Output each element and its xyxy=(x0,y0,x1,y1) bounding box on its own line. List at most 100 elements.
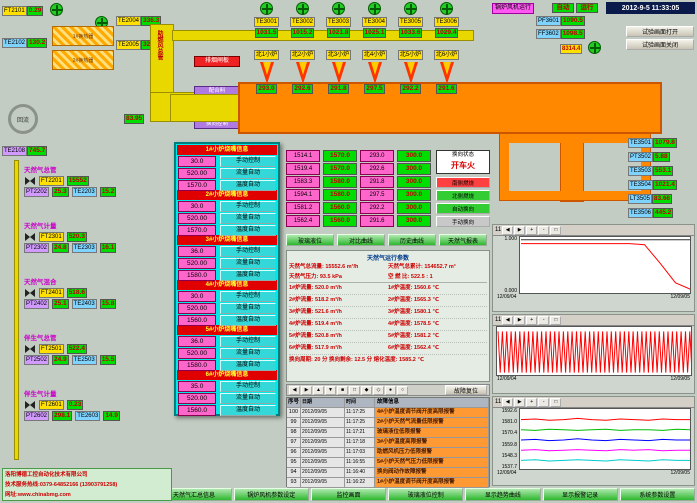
chart-toolbar-button[interactable]: + xyxy=(526,315,538,325)
test-screen-open-button[interactable]: 试验画面打开 xyxy=(626,26,694,37)
toolbar-icon[interactable]: ▲ xyxy=(313,385,324,395)
valve-icon[interactable] xyxy=(24,344,36,354)
valve-icon[interactable] xyxy=(24,288,36,298)
flow-auto-button[interactable]: 流量自动 xyxy=(220,213,276,224)
pv2-box[interactable]: 293.0 xyxy=(360,150,394,162)
chart-toolbar-button[interactable]: ▶ xyxy=(514,397,526,407)
chart-toolbar-button[interactable]: ◀ xyxy=(502,397,514,407)
pv-box[interactable]: 1514.1 xyxy=(286,150,320,162)
alarm-row[interactable]: 96 2012/09/05 11:17:03 助燃风机压力低限报警 xyxy=(287,448,489,458)
manual-control-button[interactable]: 手动控制 xyxy=(220,156,276,167)
toolbar-icon[interactable]: ■ xyxy=(337,385,348,395)
nav-button[interactable]: 天然气汇总信息 xyxy=(156,488,232,501)
chart-toolbar-button[interactable]: ▶ xyxy=(514,315,526,325)
sv2-box[interactable]: 300.0 xyxy=(397,202,431,214)
chart-toolbar-button[interactable]: □ xyxy=(550,397,562,407)
burner-port-label[interactable]: 北6小炉 xyxy=(433,50,460,60)
alarm-row[interactable]: 93 2012/09/05 11:16:22 1#小炉温度调节阀开度高限报警 xyxy=(287,478,489,488)
temp-auto-button[interactable]: 温度自动 xyxy=(220,405,276,416)
sv2-box[interactable]: 300.0 xyxy=(397,189,431,201)
flow-setpoint-value[interactable]: 520.00 xyxy=(178,258,216,269)
nav-button[interactable]: 锅炉风机参数设定 xyxy=(233,488,309,501)
flow-setpoint-value[interactable]: 520.00 xyxy=(178,303,216,314)
sv-box[interactable]: 1580.0 xyxy=(323,176,357,188)
temp-setpoint-value[interactable]: 1560.0 xyxy=(178,405,216,416)
alarm-row[interactable]: 100 2012/09/05 11:17:25 4#小炉温度调节阀开度高限报警 xyxy=(287,408,489,418)
reversal-button[interactable]: 南侧燃烧 xyxy=(436,177,490,188)
sv-box[interactable]: 1570.0 xyxy=(323,163,357,175)
sv-box[interactable]: 1560.0 xyxy=(323,202,357,214)
chart-toolbar-button[interactable]: + xyxy=(526,225,538,235)
chart-toolbar-button[interactable]: ◀ xyxy=(502,315,514,325)
chart-toolbar-button[interactable]: ▶ xyxy=(514,225,526,235)
manual-control-button[interactable]: 手动控制 xyxy=(220,291,276,302)
mid-nav-button[interactable]: 历史曲线 xyxy=(388,234,436,246)
fault-reset-button[interactable]: 故障复位 xyxy=(445,385,487,395)
alarm-row[interactable]: 95 2012/09/05 11:16:55 5#小炉天然气压力低限报警 xyxy=(287,458,489,468)
flow-setpoint-value[interactable]: 520.00 xyxy=(178,213,216,224)
flow-auto-button[interactable]: 流量自动 xyxy=(220,393,276,404)
sv-box[interactable]: 1570.0 xyxy=(323,150,357,162)
pv-box[interactable]: 1594.1 xyxy=(286,189,320,201)
valve-icon[interactable] xyxy=(24,400,36,410)
sv2-box[interactable]: 300.0 xyxy=(397,176,431,188)
alarm-row[interactable]: 99 2012/09/05 11:17:25 2#小炉天然气流量低限报警 xyxy=(287,418,489,428)
sv2-box[interactable]: 300.0 xyxy=(397,215,431,227)
alarm-row[interactable]: 97 2012/09/05 11:17:18 3#小炉温度高限报警 xyxy=(287,438,489,448)
pv2-box[interactable]: 292.2 xyxy=(360,202,394,214)
reversal-button[interactable]: 北侧燃烧 xyxy=(436,190,490,201)
sv2-box[interactable]: 300.0 xyxy=(397,150,431,162)
chart-toolbar-button[interactable]: - xyxy=(538,315,550,325)
sv-box[interactable]: 1560.0 xyxy=(323,215,357,227)
toolbar-icon[interactable]: ● xyxy=(385,385,396,395)
pv-box[interactable]: 1519.4 xyxy=(286,163,320,175)
mid-nav-button[interactable]: 天然气报表 xyxy=(439,234,487,246)
flow-auto-button[interactable]: 流量自动 xyxy=(220,258,276,269)
toolbar-icon[interactable]: ◀ xyxy=(289,385,300,395)
test-screen-close-button[interactable]: 试验画面关闭 xyxy=(626,39,694,50)
reversal-button[interactable]: 手动换向 xyxy=(436,216,490,227)
alarm-row[interactable]: 94 2012/09/05 11:16:40 换向阀动作故障报警 xyxy=(287,468,489,478)
manual-output-value[interactable]: 30.0 xyxy=(178,156,216,167)
flow-auto-button[interactable]: 流量自动 xyxy=(220,303,276,314)
chart-toolbar-button[interactable]: ◀ xyxy=(502,225,514,235)
pv2-box[interactable]: 291.8 xyxy=(360,176,394,188)
manual-output-value[interactable]: 30.0 xyxy=(178,201,216,212)
manual-control-button[interactable]: 手动控制 xyxy=(220,381,276,392)
mid-nav-button[interactable]: 对比曲线 xyxy=(337,234,385,246)
toolbar-icon[interactable]: ○ xyxy=(397,385,408,395)
chart-toolbar-button[interactable]: □ xyxy=(550,315,562,325)
temp-setpoint-value[interactable]: 1570.0 xyxy=(178,225,216,236)
valve-icon[interactable] xyxy=(24,232,36,242)
toolbar-icon[interactable]: □ xyxy=(349,385,360,395)
manual-control-button[interactable]: 手动控制 xyxy=(220,336,276,347)
nav-button[interactable]: 显示趋势曲线 xyxy=(465,488,541,501)
pv-box[interactable]: 1583.3 xyxy=(286,176,320,188)
burner-port-label[interactable]: 北4小炉 xyxy=(361,50,388,60)
flow-setpoint-value[interactable]: 520.00 xyxy=(178,393,216,404)
burner-port-label[interactable]: 北3小炉 xyxy=(325,50,352,60)
sv2-box[interactable]: 300.0 xyxy=(397,163,431,175)
flow-setpoint-value[interactable]: 520.00 xyxy=(178,168,216,179)
toolbar-icon[interactable]: ▶ xyxy=(301,385,312,395)
alarm-row[interactable]: 98 2012/09/05 11:17:21 玻璃液位低限报警 xyxy=(287,428,489,438)
pv2-box[interactable]: 292.6 xyxy=(360,163,394,175)
chart-toolbar-button[interactable]: + xyxy=(526,397,538,407)
flow-setpoint-value[interactable]: 520.00 xyxy=(178,348,216,359)
manual-output-value[interactable]: 36.0 xyxy=(178,336,216,347)
nav-button[interactable]: 系统参数设置 xyxy=(619,488,695,501)
toolbar-icon[interactable]: ◆ xyxy=(361,385,372,395)
nav-button[interactable]: 监控画面 xyxy=(310,488,387,501)
nav-button[interactable]: 玻璃液位控制 xyxy=(388,488,464,501)
manual-control-button[interactable]: 手动控制 xyxy=(220,246,276,257)
pv-box[interactable]: 1581.2 xyxy=(286,202,320,214)
sv-box[interactable]: 1580.0 xyxy=(323,189,357,201)
burner-port-label[interactable]: 北5小炉 xyxy=(397,50,424,60)
toolbar-icon[interactable]: ▼ xyxy=(325,385,336,395)
chart-toolbar-button[interactable]: □ xyxy=(550,225,562,235)
manual-output-value[interactable]: 30.0 xyxy=(178,291,216,302)
toolbar-icon[interactable]: ◇ xyxy=(373,385,384,395)
temp-setpoint-value[interactable]: 1580.0 xyxy=(178,270,216,281)
valve-icon[interactable] xyxy=(24,176,36,186)
chart-toolbar-button[interactable]: - xyxy=(538,225,550,235)
